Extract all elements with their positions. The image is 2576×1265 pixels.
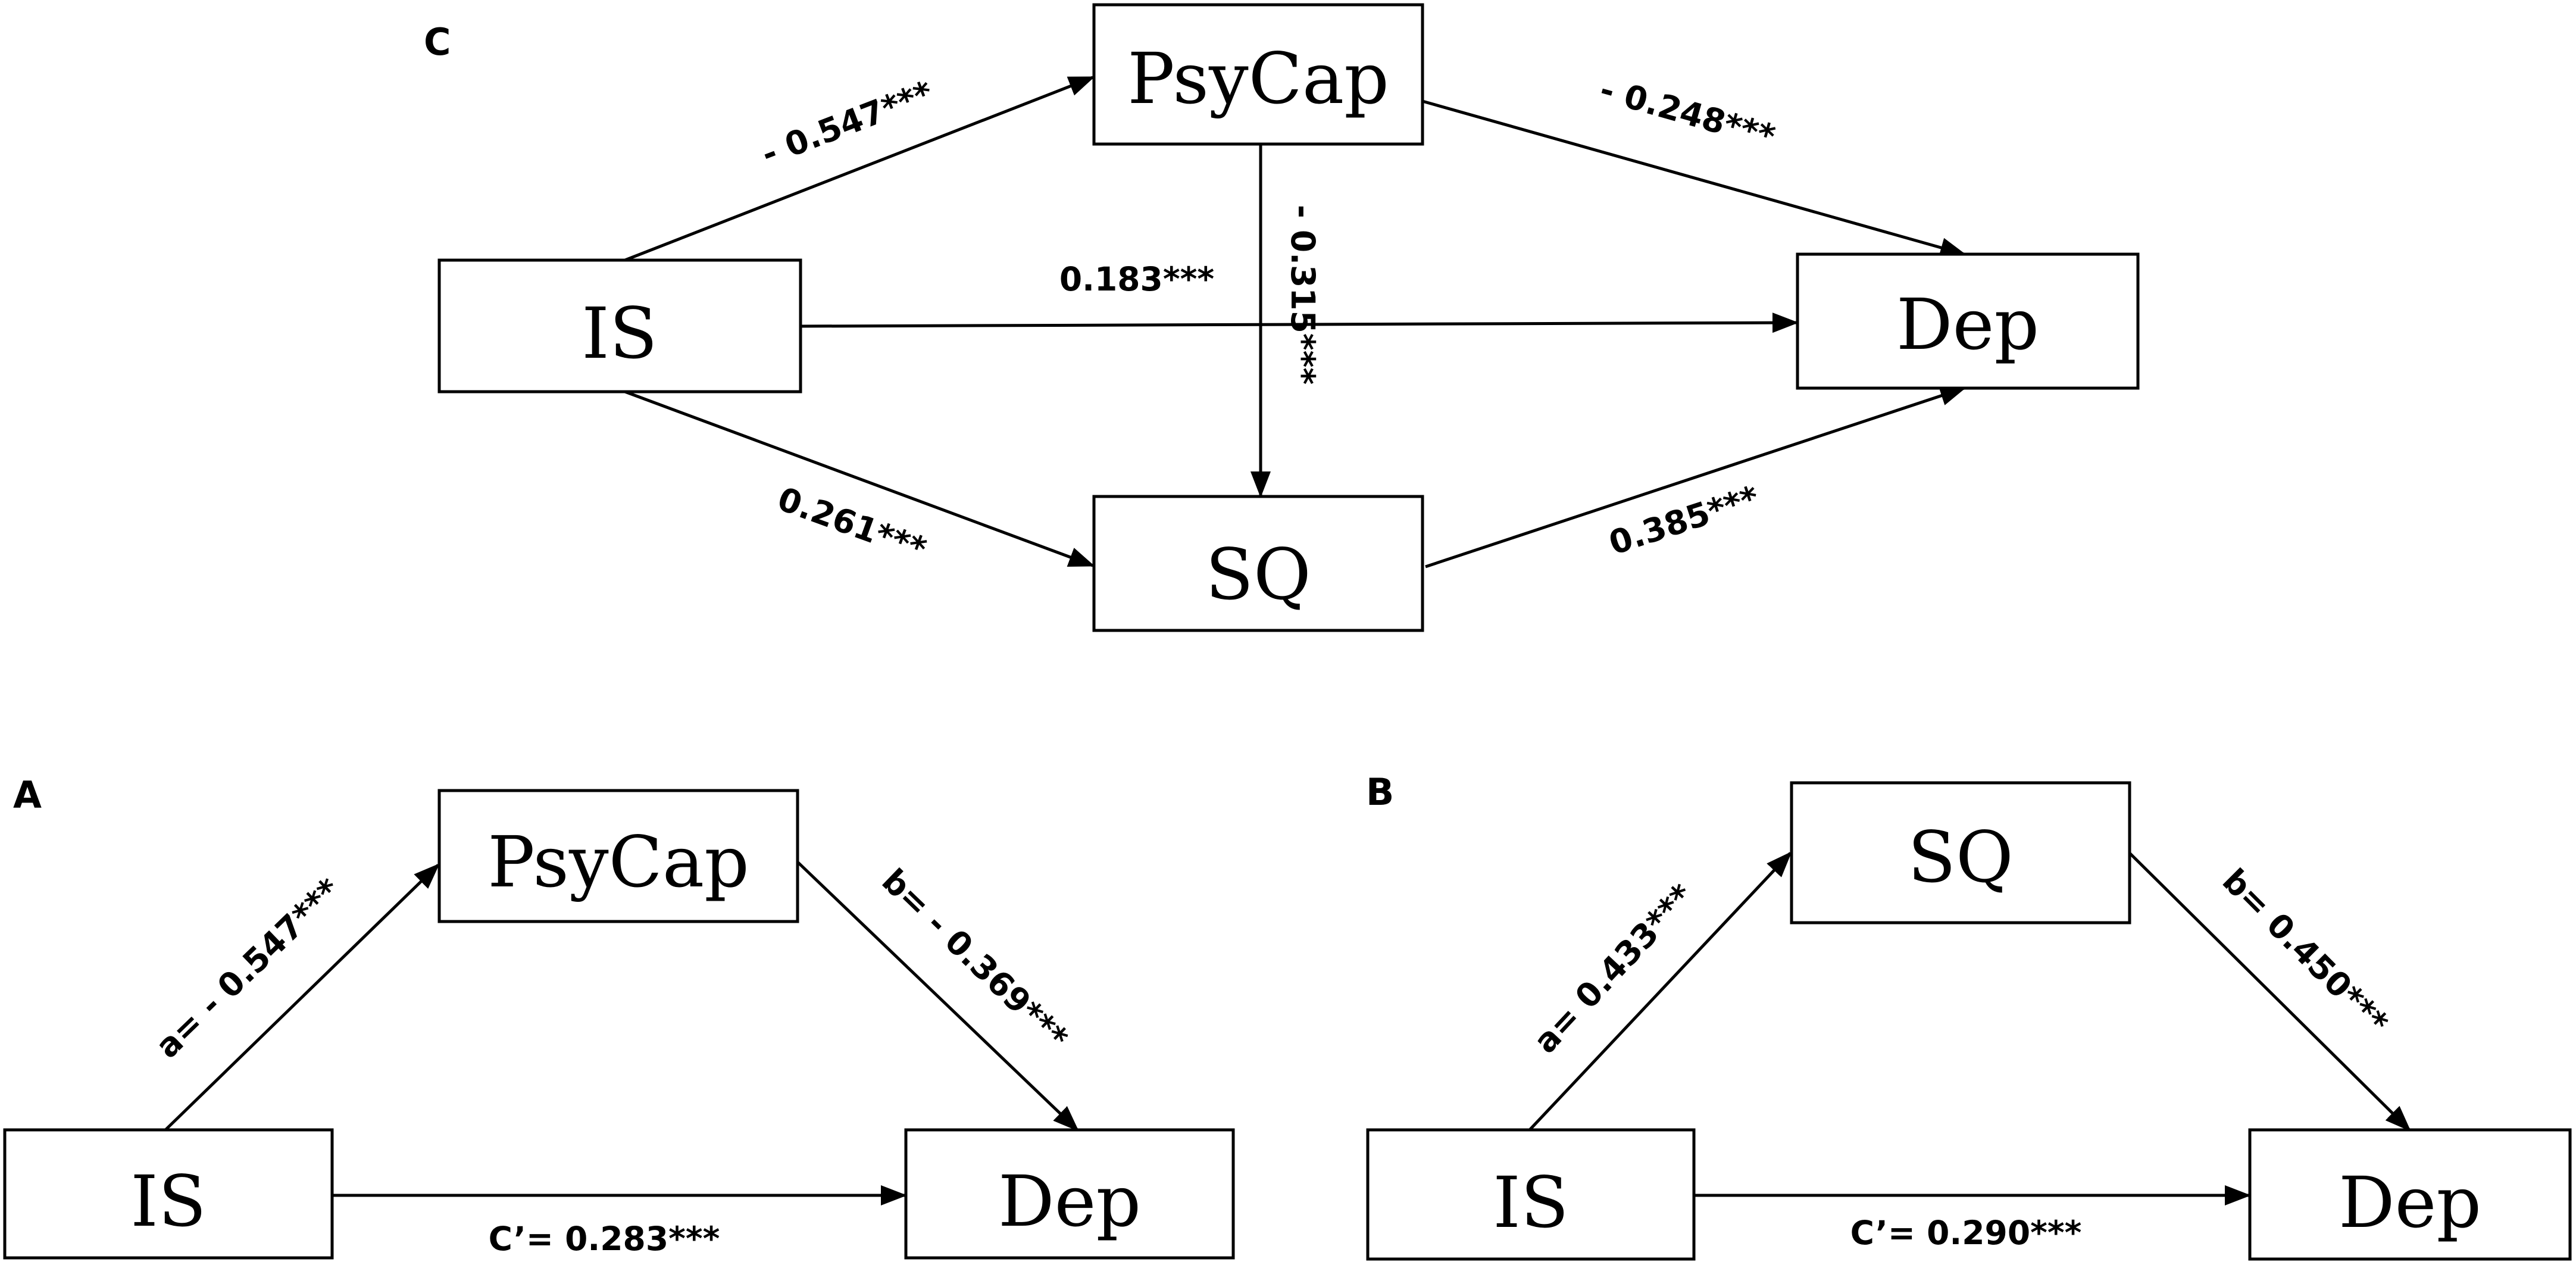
node-b-sq: SQ: [1790, 781, 2131, 924]
panel-a: A a= - 0.547*** b= - 0.369*** C’= 0.283*…: [3, 773, 1235, 1260]
edge-label-a-psycap-dep: b= - 0.369***: [875, 861, 1076, 1057]
node-c-sq: SQ: [1092, 495, 1424, 632]
edge-label-c-sq-dep: 0.385***: [1604, 478, 1763, 562]
node-a-psycap-label: PsyCap: [487, 821, 749, 903]
edge-a-is-psycap: [164, 863, 440, 1131]
node-a-dep-label: Dep: [998, 1160, 1141, 1242]
panel-b-label: B: [1366, 770, 1394, 814]
panel-c: C - 0.547*** - 0.248*** 0.183*** - 0.315…: [424, 3, 2140, 632]
panel-b: B a= 0.433*** b= 0.450*** C’= 0.290*** S…: [1366, 770, 2572, 1261]
node-c-dep: Dep: [1796, 252, 2140, 390]
node-a-dep: Dep: [904, 1128, 1235, 1260]
edge-label-c-is-psycap: - 0.547***: [756, 73, 938, 173]
edge-label-c-psycap-dep: - 0.248***: [1596, 70, 1779, 156]
edge-c-is-psycap: [624, 76, 1095, 262]
node-c-is: IS: [437, 258, 802, 393]
panel-c-label: C: [424, 20, 451, 64]
node-b-is-label: IS: [1493, 1161, 1568, 1244]
node-a-is-label: IS: [130, 1160, 206, 1242]
edge-b-is-sq: [1528, 851, 1792, 1131]
edge-label-c-is-sq: 0.261***: [773, 480, 931, 569]
edge-a-psycap-dep: [796, 861, 1079, 1132]
edge-label-c-is-dep: 0.183***: [1059, 260, 1214, 298]
edge-label-a-is-dep: C’= 0.283***: [489, 1220, 720, 1258]
node-c-sq-label: SQ: [1205, 533, 1311, 616]
edge-label-c-psycap-sq: - 0.315***: [1284, 205, 1322, 385]
edge-label-b-is-dep: C’= 0.290***: [1850, 1214, 2082, 1252]
edge-c-is-sq: [624, 390, 1095, 567]
node-a-is: IS: [3, 1128, 334, 1260]
node-b-is: IS: [1366, 1128, 1696, 1261]
edge-label-b-is-sq: a= 0.433***: [1526, 877, 1701, 1061]
edge-c-psycap-dep: [1422, 99, 1967, 258]
edge-c-is-dep: [800, 313, 1799, 333]
node-b-dep-label: Dep: [2339, 1161, 2481, 1244]
node-b-dep: Dep: [2248, 1128, 2572, 1261]
edge-c-sq-dep: [1425, 386, 1967, 569]
node-c-psycap: PsyCap: [1092, 3, 1424, 146]
node-c-dep-label: Dep: [1896, 283, 2039, 366]
node-c-psycap-label: PsyCap: [1127, 38, 1389, 120]
node-b-sq-label: SQ: [1908, 816, 2014, 898]
edge-label-a-is-psycap: a= - 0.547***: [148, 871, 348, 1066]
edge-b-sq-dep: [2128, 852, 2411, 1132]
panel-a-label: A: [13, 773, 42, 817]
node-a-psycap: PsyCap: [437, 789, 799, 923]
edge-label-b-sq-dep: b= 0.450***: [2215, 861, 2396, 1042]
node-c-is-label: IS: [582, 292, 657, 374]
